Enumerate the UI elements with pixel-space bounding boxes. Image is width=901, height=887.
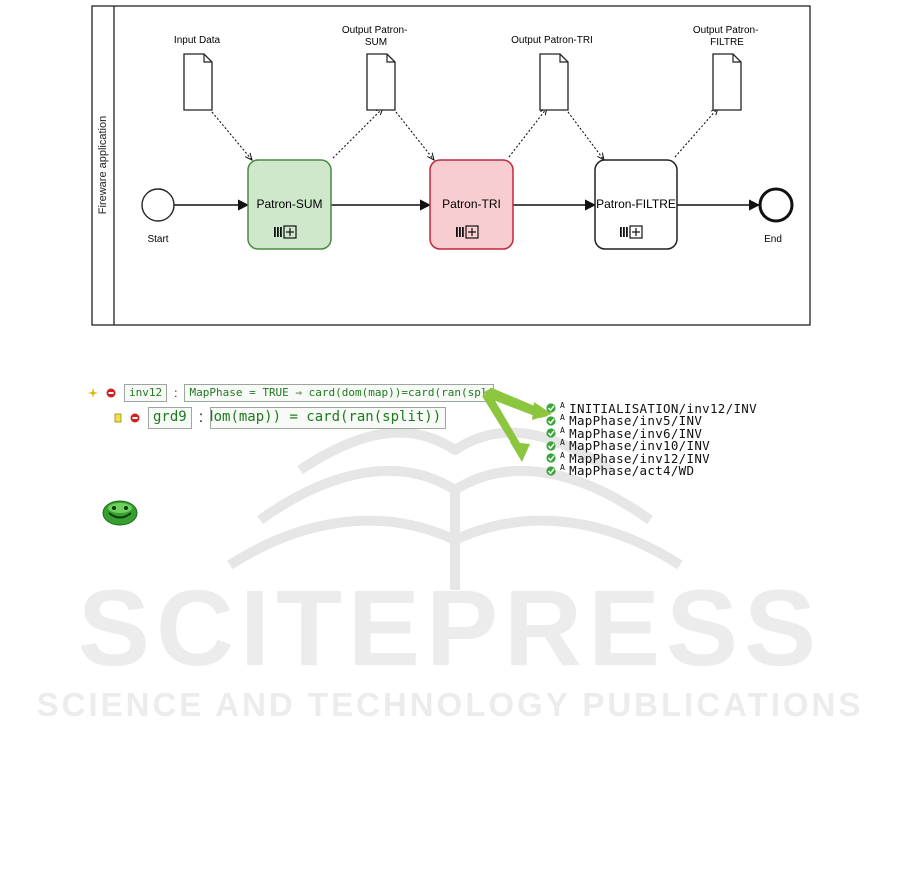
task-label: Patron-TRI <box>442 197 501 211</box>
multi-instance-subprocess-icon <box>274 225 297 239</box>
data-object-label: Output Patron-TRI <box>511 35 593 46</box>
data-object-output-sum[interactable]: Output Patron- SUM <box>342 25 410 111</box>
data-object-input[interactable]: Input Data <box>174 35 221 111</box>
discharged-check-icon <box>546 428 556 438</box>
task-patron-filtre[interactable]: Patron-FILTRE <box>594 159 678 250</box>
svg-text:SCITEPRESS: SCITEPRESS <box>78 567 822 688</box>
guard-red-icon <box>130 413 140 423</box>
bpmn-diagram: Fireware application Start End Patron-SU… <box>91 5 811 326</box>
invariant-predicate[interactable]: MapPhase = TRUE ⇒ card(dom(map))=card(ra… <box>184 384 495 402</box>
auto-proof-marker: A <box>560 463 566 473</box>
arrow-upper-head <box>532 402 552 420</box>
auto-proof-marker: A <box>560 413 566 423</box>
task-patron-sum[interactable]: Patron-SUM <box>247 159 332 250</box>
discharged-check-icon <box>546 403 556 413</box>
end-event[interactable] <box>758 187 794 223</box>
smiley-face-icon <box>102 500 138 526</box>
proof-obligation-label: MapPhase/inv5/INV <box>569 413 703 429</box>
theorem-star-icon <box>88 387 98 398</box>
discharged-check-icon <box>546 466 556 476</box>
multi-instance-subprocess-icon <box>620 225 643 239</box>
auto-proof-marker: A <box>560 402 566 410</box>
data-object-output-tri[interactable]: Output Patron-TRI <box>511 35 593 111</box>
proof-obligation-label: MapPhase/act4/WD <box>569 463 695 479</box>
proof-obligation-label: INITIALISATION/inv12/INV <box>569 402 757 416</box>
proof-obligation-label: MapPhase/inv10/INV <box>569 438 710 454</box>
rodin-editor-snippet: inv12 : MapPhase = TRUE ⇒ card(dom(map))… <box>0 380 901 540</box>
arrow-lower-head <box>510 442 530 462</box>
proof-obligation-label: MapPhase/inv12/INV <box>569 450 710 466</box>
invariant-red-icon <box>106 388 116 398</box>
colon-separator: : <box>198 408 204 426</box>
end-label: End <box>764 234 782 245</box>
task-patron-tri[interactable]: Patron-TRI <box>429 159 514 250</box>
data-object-label: Output Patron- FILTRE <box>693 25 761 48</box>
discharged-check-icon <box>546 416 556 426</box>
multi-instance-subprocess-icon <box>456 225 479 239</box>
lane-label: Fireware application <box>97 116 109 214</box>
auto-proof-marker: A <box>560 425 566 435</box>
guard-predicate[interactable]: card(dom(map)) = card(ran(split)) <box>210 407 447 429</box>
colon-separator: : <box>174 385 178 400</box>
guard-bullet-icon <box>114 413 122 423</box>
assoc-filtre-output <box>674 108 718 158</box>
assoc-outputtri-filtre <box>567 111 604 160</box>
task-label: Patron-SUM <box>256 197 322 211</box>
data-object-label: Output Patron- SUM <box>342 25 410 48</box>
data-object-label: Input Data <box>174 35 221 46</box>
invariant-label[interactable]: inv12 <box>124 384 168 402</box>
arrow-lower <box>482 392 524 454</box>
start-label: Start <box>147 234 168 245</box>
guard-label[interactable]: grd9 <box>148 407 192 429</box>
task-label: Patron-FILTRE <box>596 197 676 211</box>
discharged-check-icon <box>546 441 556 451</box>
auto-proof-marker: A <box>560 450 566 460</box>
discharged-check-icon <box>546 453 556 463</box>
po-pointer-arrows <box>482 388 552 462</box>
guard-row[interactable]: grd9 : card(dom(map)) = card(ran(split)) <box>114 407 447 429</box>
auto-proof-marker: A <box>560 438 566 448</box>
svg-text:SCIENCE AND TECHNOLOGY PUBLICA: SCIENCE AND TECHNOLOGY PUBLICATIONS <box>37 686 864 723</box>
proof-obligation-label: MapPhase/inv6/INV <box>569 425 703 441</box>
data-object-output-filtre[interactable]: Output Patron- FILTRE <box>693 25 761 111</box>
start-event[interactable] <box>141 188 175 222</box>
assoc-input-sum <box>211 111 252 160</box>
arrow-upper <box>484 388 548 418</box>
invariant-row[interactable]: inv12 : MapPhase = TRUE ⇒ card(dom(map))… <box>88 384 495 402</box>
